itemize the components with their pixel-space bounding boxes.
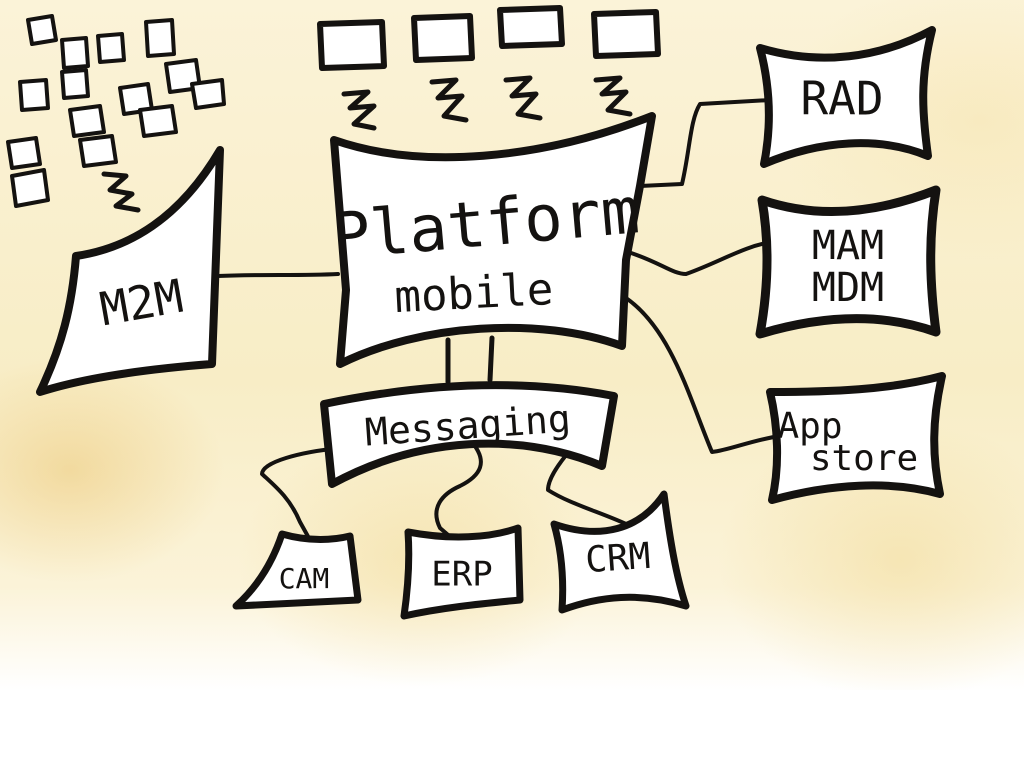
erp-label: ERP (431, 555, 492, 595)
crm-label: CRM (584, 536, 652, 581)
device-icon (60, 68, 90, 100)
erp-shape (400, 524, 524, 620)
connector-messaging-erp (434, 438, 483, 542)
device-icon (6, 136, 42, 170)
platform-mobile-sublabel: mobile (393, 264, 554, 323)
m2m-node: M2M (36, 146, 224, 396)
app-store-node: App store (766, 372, 946, 504)
mam-mdm-shape (755, 185, 941, 339)
device-icon (497, 5, 565, 49)
platform-mobile-node: Platform mobile (329, 112, 656, 368)
erp-node: ERP (400, 524, 524, 620)
mam-mdm-node: MAM MDM (755, 185, 941, 339)
rad-node: RAD (756, 26, 936, 168)
rad-label: RAD (800, 72, 883, 126)
app-store-label: App (777, 406, 842, 447)
connector-messaging-cam (260, 446, 342, 542)
device-icon (18, 78, 50, 112)
mam-label: MAM (812, 223, 884, 269)
crm-node: CRM (550, 490, 690, 614)
rad-shape (756, 26, 936, 168)
crm-shape (550, 490, 690, 614)
messaging-shape (320, 381, 618, 488)
device-icon (96, 32, 126, 64)
device-icon (144, 18, 176, 58)
cam-node: CAM (232, 530, 362, 610)
cam-shape (232, 530, 362, 610)
connector-platform-mam (626, 240, 774, 276)
app-store-sublabel: store (810, 438, 918, 479)
platform-devices (317, 5, 661, 71)
device-icon (411, 13, 475, 63)
app-store-shape (766, 372, 946, 504)
device-icon (68, 104, 106, 138)
cam-label: CAM (279, 562, 330, 595)
device-icon (10, 168, 50, 208)
connector-platform-messaging-b (487, 335, 495, 383)
device-icon (78, 134, 118, 168)
mdm-label: MDM (812, 265, 884, 311)
device-icon (138, 104, 178, 138)
device-icon (26, 14, 58, 46)
connector-messaging-crm (546, 446, 628, 526)
wireless-signal-icon (341, 89, 377, 131)
wireless-signals (101, 75, 633, 213)
wireless-signal-icon (101, 171, 141, 213)
connector-platform-appstore (624, 296, 782, 454)
device-icon (317, 19, 387, 71)
device-icon (591, 9, 661, 59)
connector-platform-rad (638, 98, 772, 188)
m2m-shape (36, 146, 224, 396)
device-icons (6, 14, 226, 208)
wireless-signal-icon (503, 75, 543, 121)
connector-m2m-platform (216, 272, 340, 278)
platform-mobile-shape (330, 112, 656, 368)
device-icon (190, 78, 226, 110)
wireless-signal-icon (593, 75, 633, 117)
wireless-signal-icon (429, 77, 469, 123)
connectors (216, 98, 782, 542)
messaging-node: Messaging (320, 381, 618, 488)
device-icon (60, 36, 90, 70)
